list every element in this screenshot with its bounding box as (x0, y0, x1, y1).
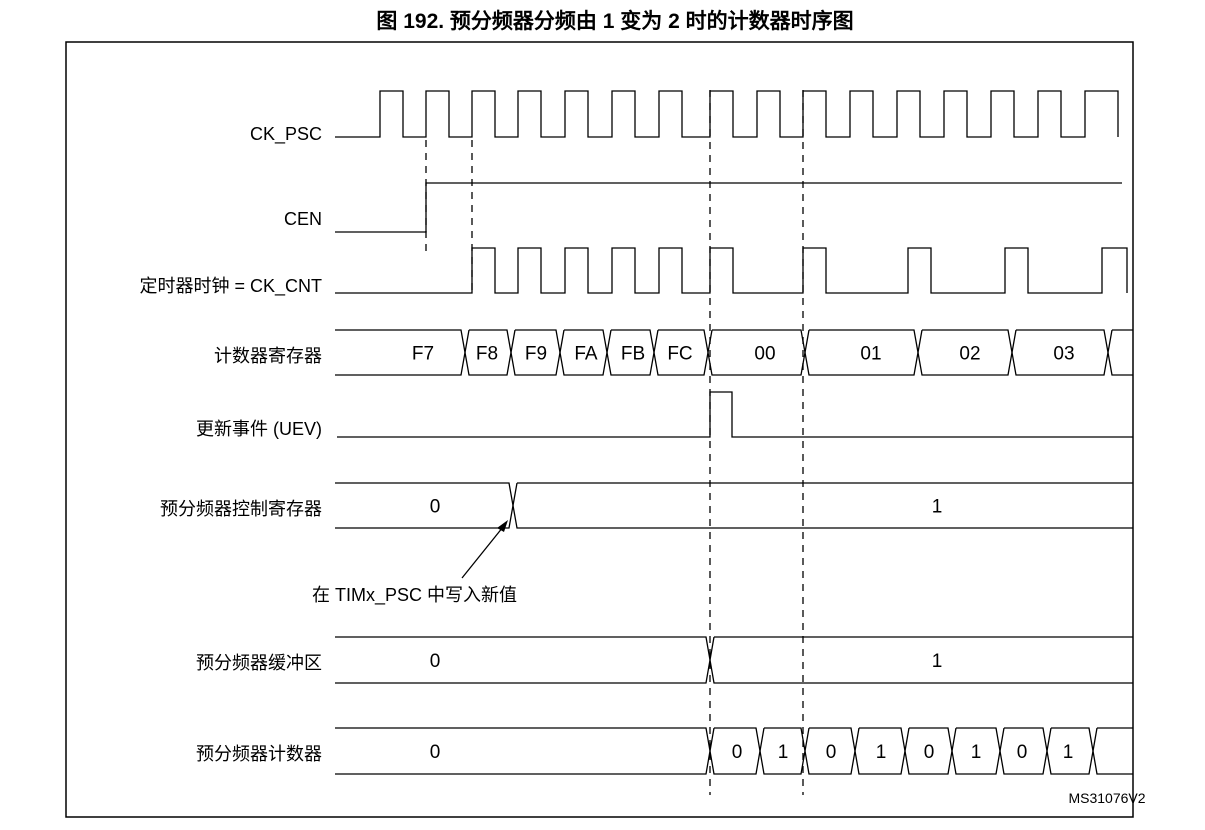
annotation-arrow (461, 526, 504, 579)
counter_register_values-value: 03 (1053, 344, 1074, 365)
counter_register_values-value: 00 (754, 344, 775, 365)
prescaler_counter_values-value: 0 (732, 742, 743, 763)
prescaler_counter_values-value: 1 (778, 742, 789, 763)
prescaler_counter_values-value: 0 (924, 742, 935, 763)
annotation: 在 TIMx_PSC 中写入新值 (312, 520, 517, 606)
prescaler_counter_values-segment (335, 727, 711, 775)
prescaler_counter_values-segment (709, 727, 761, 775)
prescaler_counter_values-segment (904, 727, 953, 775)
prescaler_counter_values-segment (759, 727, 806, 775)
counter_register_values-segment (335, 329, 466, 376)
ck-psc-waveform (335, 90, 1119, 138)
prescaler_control_values-value: 0 (430, 497, 441, 518)
counter_register_values-segment (464, 329, 512, 376)
prescaler_counter_values-segment (854, 727, 906, 775)
counter_register_values-segment (559, 329, 608, 376)
counter_register_values-segment (804, 329, 919, 376)
label-prescaler-buffer: 预分频器缓冲区 (196, 653, 322, 673)
counter_register_values-value: 01 (860, 344, 881, 365)
counter_register_values-value: FC (667, 344, 692, 365)
annotation-text: 在 TIMx_PSC 中写入新值 (312, 585, 517, 606)
counter_register_values-segment (707, 329, 806, 376)
ck-cnt-waveform (335, 247, 1128, 294)
cen-waveform (335, 182, 1122, 233)
counter_register_values-segment (1107, 329, 1133, 376)
prescaler_control_values-value: 1 (932, 497, 943, 518)
prescaler_control_values-segment (335, 482, 514, 529)
label-counter-register: 计数器寄存器 (214, 346, 322, 366)
prescaler_counter_values-segment (951, 727, 1001, 775)
prescaler_buffer_values-value: 1 (932, 651, 943, 672)
counter_register_values-value: F9 (525, 344, 547, 365)
prescaler_buffer_values-value: 0 (430, 651, 441, 672)
prescaler_counter_values-segment (1092, 727, 1133, 775)
prescaler_counter_values-segment (999, 727, 1048, 775)
counter_register_values-segment (606, 329, 655, 376)
label-ck-cnt: 定时器时钟 = CK_CNT (139, 276, 322, 297)
counter_register_values-value: FA (574, 344, 598, 365)
counter_register_values-value: F7 (412, 344, 434, 365)
waveforms (335, 90, 1133, 795)
figure-title: 图 192. 预分频器分频由 1 变为 2 时的计数器时序图 (376, 9, 853, 33)
counter_register_values-value: F8 (476, 344, 498, 365)
counter_register_values-value: 02 (959, 344, 980, 365)
label-uev: 更新事件 (UEV) (196, 419, 322, 439)
prescaler_counter_values-value: 1 (971, 742, 982, 763)
prescaler_counter_values-value: 1 (876, 742, 887, 763)
counter_register_values-segment (510, 329, 561, 376)
prescaler_counter_values-value: 0 (430, 742, 441, 763)
signal-labels: CK_PSC CEN 定时器时钟 = CK_CNT 计数器寄存器 更新事件 (U… (139, 124, 322, 764)
figure-id: MS31076V2 (1068, 790, 1145, 806)
label-ck-psc: CK_PSC (250, 124, 322, 145)
counter_register_values-segment (917, 329, 1013, 376)
prescaler_control_values-segment (512, 482, 1133, 529)
prescaler_counter_values-value: 0 (1017, 742, 1028, 763)
arrow-head-icon (497, 520, 508, 532)
prescaler_buffer_values-segment (335, 636, 711, 684)
counter_register_values-segment (1011, 329, 1109, 376)
prescaler_counter_values-value: 0 (826, 742, 837, 763)
label-prescaler-counter: 预分频器计数器 (196, 744, 322, 764)
uev-waveform (337, 391, 1133, 438)
label-prescaler-control: 预分频器控制寄存器 (160, 499, 322, 519)
prescaler_buffer_values-segment (709, 636, 1133, 684)
counter_register_values-segment (653, 329, 709, 376)
prescaler_counter_values-value: 1 (1063, 742, 1074, 763)
figure-frame (65, 41, 1134, 818)
counter_register_values-value: FB (621, 344, 645, 365)
prescaler_counter_values-segment (804, 727, 856, 775)
prescaler_counter_values-segment (1046, 727, 1094, 775)
label-cen: CEN (284, 209, 322, 229)
